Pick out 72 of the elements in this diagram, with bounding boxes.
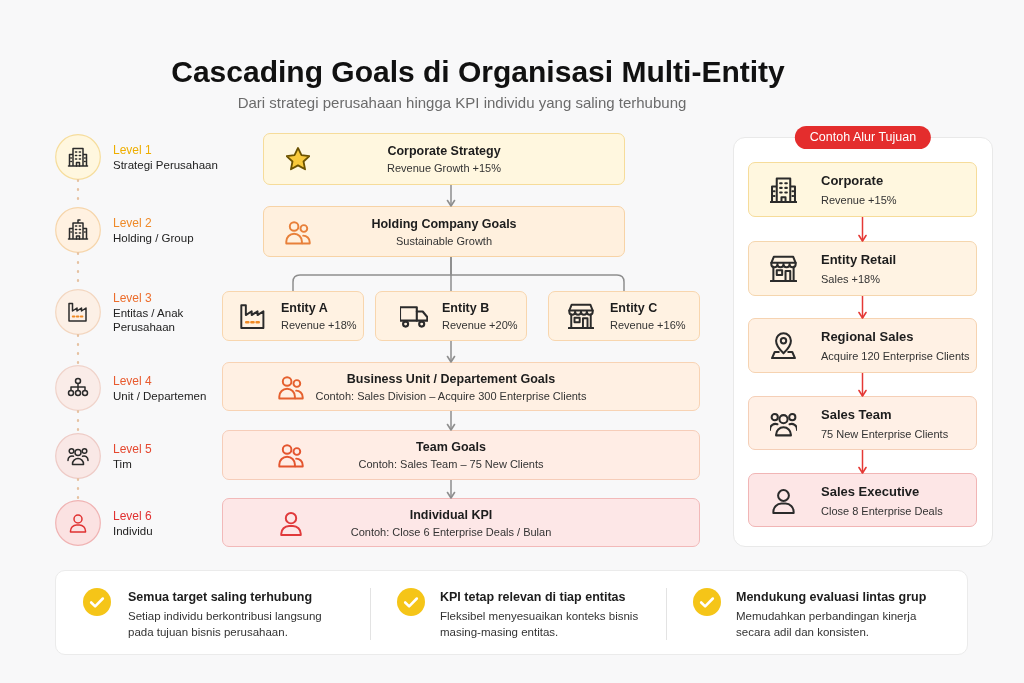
arrow bbox=[446, 184, 456, 207]
entity-box bbox=[548, 291, 700, 341]
level-name: Holding / Group bbox=[113, 230, 195, 245]
connector-line bbox=[450, 256, 625, 292]
goal-title: Entity B bbox=[442, 300, 490, 316]
example-step-box bbox=[748, 162, 977, 217]
page-title: Cascading Goals di Organisasi Multi-Entity bbox=[171, 55, 785, 89]
dotted-connector bbox=[76, 333, 80, 367]
level-label: Level 3 bbox=[113, 290, 153, 306]
entity-box bbox=[375, 291, 527, 341]
arrow bbox=[858, 216, 867, 242]
goal-title: Sales Team bbox=[821, 405, 892, 423]
goal-description: Close 8 Enterprise Deals bbox=[821, 503, 943, 518]
summary-heading: Semua target saling terhubung bbox=[128, 589, 313, 605]
example-step-box bbox=[748, 318, 977, 373]
goal-description: Revenue Growth +15% bbox=[386, 161, 501, 175]
arrow bbox=[858, 295, 867, 319]
goal-title: Individual KPI bbox=[409, 506, 493, 523]
goal-box bbox=[222, 362, 700, 411]
goal-description: Revenue +18% bbox=[281, 318, 357, 332]
goal-description: Contoh: Sales Team – 75 New Clients bbox=[358, 457, 544, 471]
level-label: Level 1 bbox=[113, 142, 153, 158]
example-step-box bbox=[748, 396, 977, 450]
summary-text: Fleksibel menyesuaikan konteks bisnis masing-masing entitas. bbox=[440, 609, 640, 640]
summary-heading: KPI tetap relevan di tiap entitas bbox=[440, 589, 626, 605]
dotted-connector bbox=[76, 477, 80, 502]
goal-title: Team Goals bbox=[416, 439, 486, 455]
summary-text: Setiap individu berkontribusi langsung pada tujuan bisnis perusahaan. bbox=[128, 609, 323, 640]
goal-description: Sustainable Growth bbox=[396, 233, 492, 248]
summary-panel bbox=[55, 570, 968, 655]
goal-title: Sales Executive bbox=[821, 482, 920, 500]
goal-description: Contoh: Close 6 Enterprise Deals / Bulan bbox=[350, 524, 552, 539]
goal-description: Acquire 120 Enterprise Clients bbox=[821, 349, 970, 363]
level-name: Strategi Perusahaan bbox=[113, 157, 219, 172]
level-label: Level 5 bbox=[113, 441, 153, 457]
arrow bbox=[446, 479, 456, 499]
goal-box bbox=[263, 206, 625, 257]
goal-title: Regional Sales bbox=[821, 328, 914, 345]
goal-title: Corporate Strategy bbox=[387, 143, 501, 159]
goal-title: Entity C bbox=[610, 300, 658, 316]
summary-text: Memudahkan perbandingan kinerja secara adil dan konsisten. bbox=[736, 609, 918, 640]
goal-box bbox=[263, 133, 625, 185]
arrow bbox=[446, 410, 456, 431]
level-label: Level 6 bbox=[113, 508, 153, 524]
goal-description: Revenue +15% bbox=[821, 193, 897, 207]
level-name: Unit / Departemen bbox=[113, 388, 208, 403]
goal-description: Sales +18% bbox=[821, 272, 880, 286]
example-step-box bbox=[748, 241, 977, 296]
panel-heading: Contoh Alur Tujuan bbox=[794, 126, 932, 149]
level-label: Level 2 bbox=[113, 215, 153, 231]
goal-box bbox=[222, 498, 700, 547]
goal-title: Business Unit / Departement Goals bbox=[346, 370, 556, 387]
entity-box bbox=[222, 291, 364, 341]
level-name: Entitas / Anak Perusahaan bbox=[113, 305, 185, 334]
level-label: Level 4 bbox=[113, 373, 153, 389]
goal-description: Contoh: Sales Division – Acquire 300 Enterprise Clients bbox=[315, 388, 587, 403]
arrow bbox=[446, 340, 456, 363]
level-name: Individu bbox=[113, 523, 154, 538]
example-step-box bbox=[748, 473, 977, 527]
page-subtitle: Dari strategi perusahaan hingga KPI individu yang saling terhubung bbox=[237, 94, 687, 112]
goal-title: Entity A bbox=[281, 300, 328, 316]
summary-heading: Mendukung evaluasi lintas grup bbox=[736, 589, 927, 605]
goal-description: Revenue +16% bbox=[610, 318, 686, 332]
arrow bbox=[858, 449, 867, 474]
goal-title: Entity Retail bbox=[821, 251, 897, 268]
goal-description: 75 New Enterprise Clients bbox=[821, 426, 949, 441]
level-name: Tim bbox=[113, 456, 133, 471]
goal-description: Revenue +20% bbox=[442, 318, 518, 332]
goal-title: Holding Company Goals bbox=[371, 215, 517, 232]
goal-title: Corporate bbox=[821, 172, 884, 189]
goal-box bbox=[222, 430, 700, 480]
arrow bbox=[858, 372, 867, 397]
